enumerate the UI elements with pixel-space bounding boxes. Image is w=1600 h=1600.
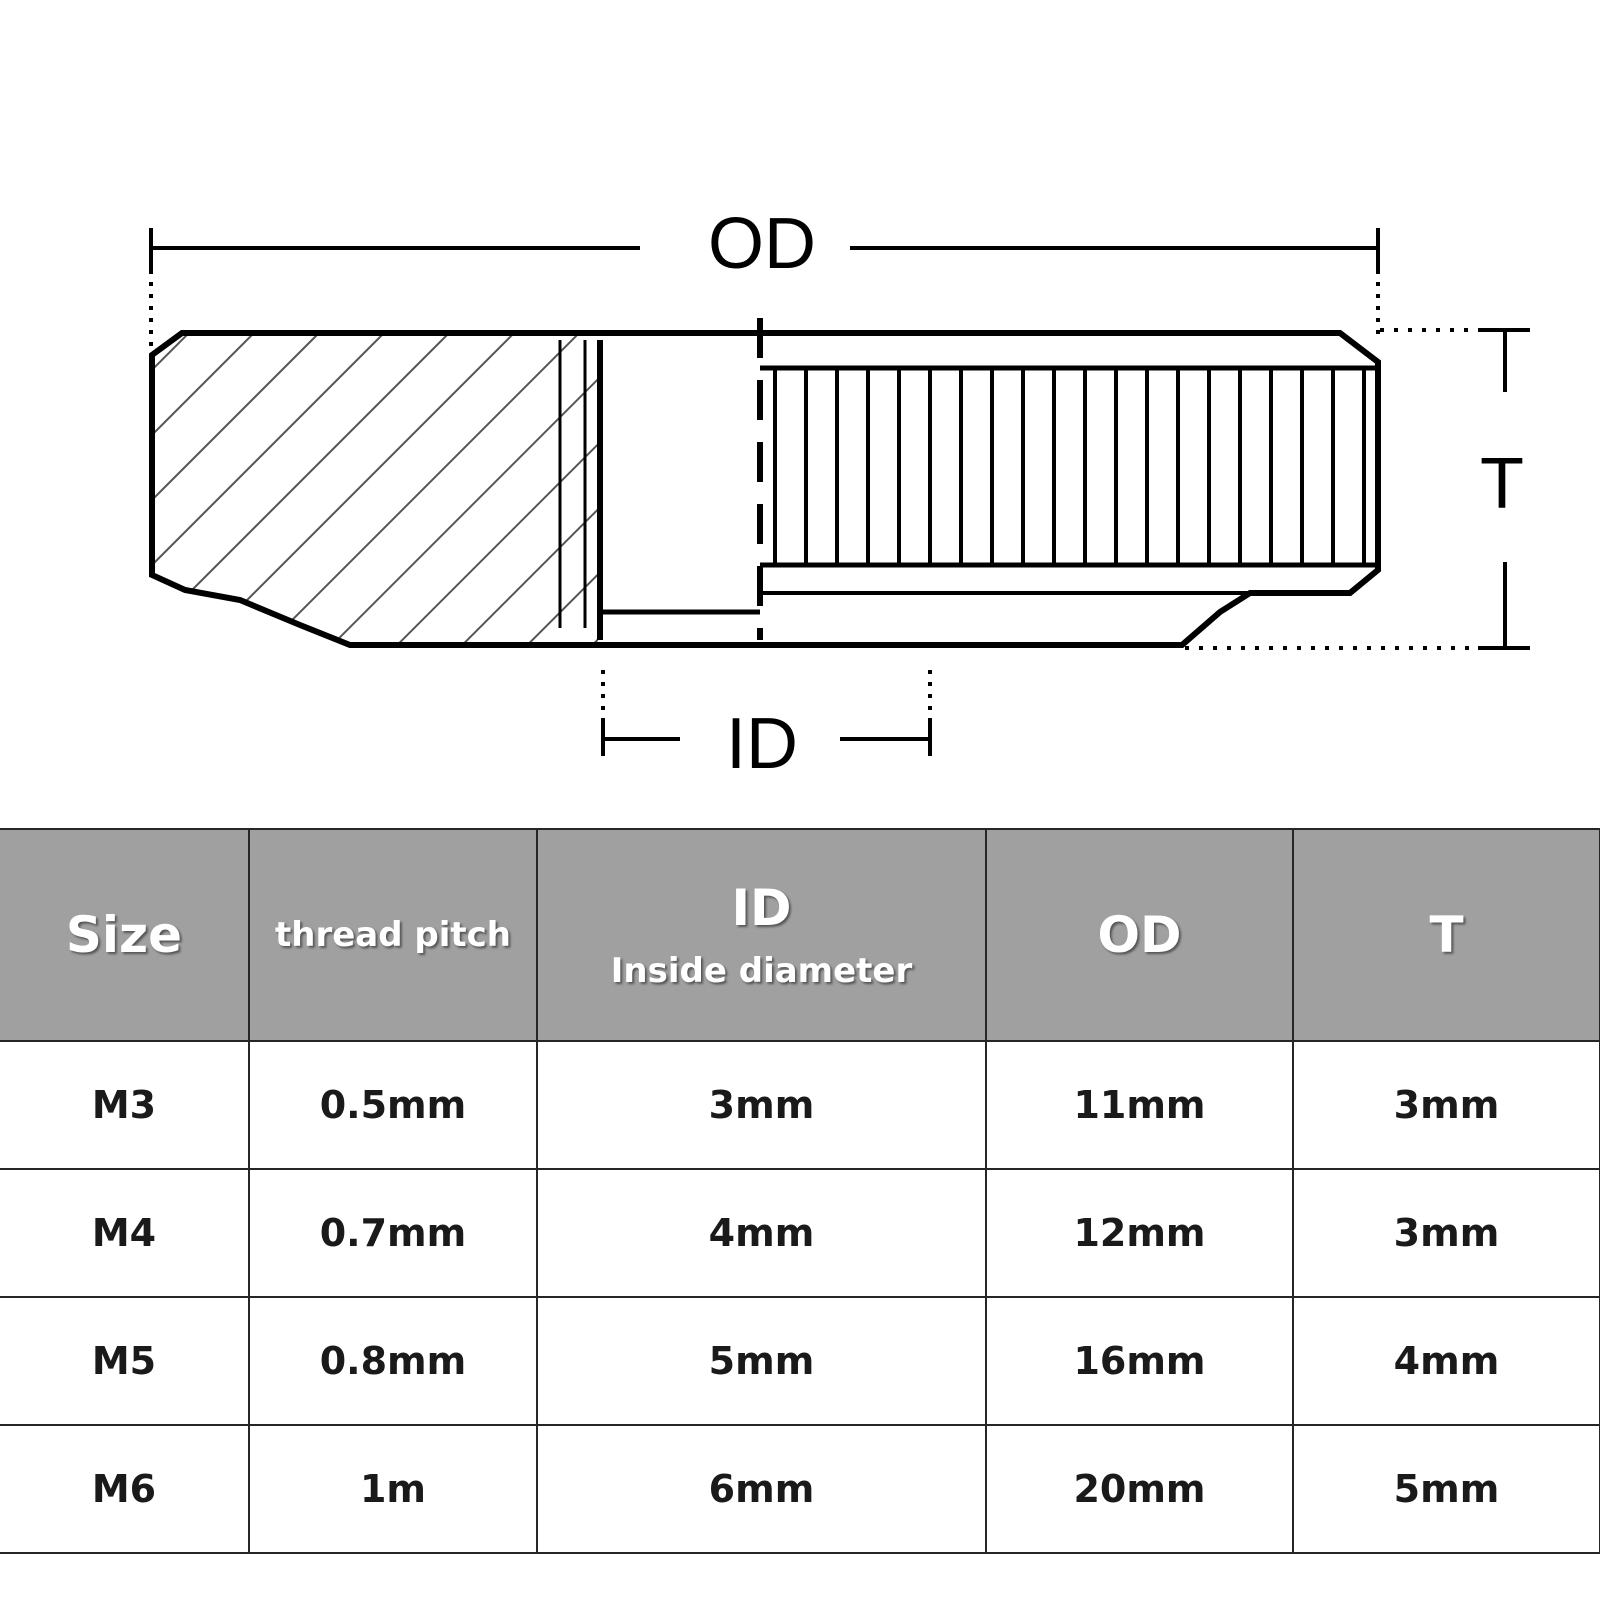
cell-t: 3mm xyxy=(1292,1168,1600,1298)
cell-id: 6mm xyxy=(536,1424,987,1554)
nut-cross-section-diagram: OD T ID xyxy=(149,204,1530,784)
header-id: ID Inside diameter xyxy=(536,828,987,1042)
cell-od: 11mm xyxy=(985,1040,1294,1170)
header-od: OD xyxy=(985,828,1294,1042)
table-header-row: Size thread pitch ID Inside diameter OD … xyxy=(0,828,1600,1042)
t-dimension-label: T xyxy=(1480,444,1524,524)
cell-size: M6 xyxy=(0,1424,250,1554)
thread-lines xyxy=(773,370,1366,563)
cell-thread-pitch: 1m xyxy=(248,1424,538,1554)
table-row: M3 0.5mm 3mm 11mm 3mm xyxy=(0,1040,1600,1170)
cell-t: 4mm xyxy=(1292,1296,1600,1426)
header-thread-pitch: thread pitch xyxy=(248,828,538,1042)
cell-od: 16mm xyxy=(985,1296,1294,1426)
table-row: M6 1m 6mm 20mm 5mm xyxy=(0,1424,1600,1554)
od-dimension: OD xyxy=(149,204,1380,352)
id-dimension-label: ID xyxy=(726,704,798,784)
table-row: M5 0.8mm 5mm 16mm 4mm xyxy=(0,1296,1600,1426)
cell-t: 5mm xyxy=(1292,1424,1600,1554)
cell-od: 20mm xyxy=(985,1424,1294,1554)
cell-id: 5mm xyxy=(536,1296,987,1426)
nut-body xyxy=(149,318,1381,648)
cell-id: 3mm xyxy=(536,1040,987,1170)
cell-id: 4mm xyxy=(536,1168,987,1298)
t-dimension: T xyxy=(1185,328,1530,650)
specification-table: Size thread pitch ID Inside diameter OD … xyxy=(0,828,1600,1554)
cell-od: 12mm xyxy=(985,1168,1294,1298)
cell-thread-pitch: 0.5mm xyxy=(248,1040,538,1170)
cell-thread-pitch: 0.8mm xyxy=(248,1296,538,1426)
table-row: M4 0.7mm 4mm 12mm 3mm xyxy=(0,1168,1600,1298)
cell-thread-pitch: 0.7mm xyxy=(248,1168,538,1298)
od-dimension-label: OD xyxy=(708,204,816,284)
header-size: Size xyxy=(0,828,250,1042)
cell-size: M3 xyxy=(0,1040,250,1170)
header-t: T xyxy=(1292,828,1600,1042)
cell-t: 3mm xyxy=(1292,1040,1600,1170)
cell-size: M5 xyxy=(0,1296,250,1426)
cell-size: M4 xyxy=(0,1168,250,1298)
id-dimension: ID xyxy=(601,670,932,784)
